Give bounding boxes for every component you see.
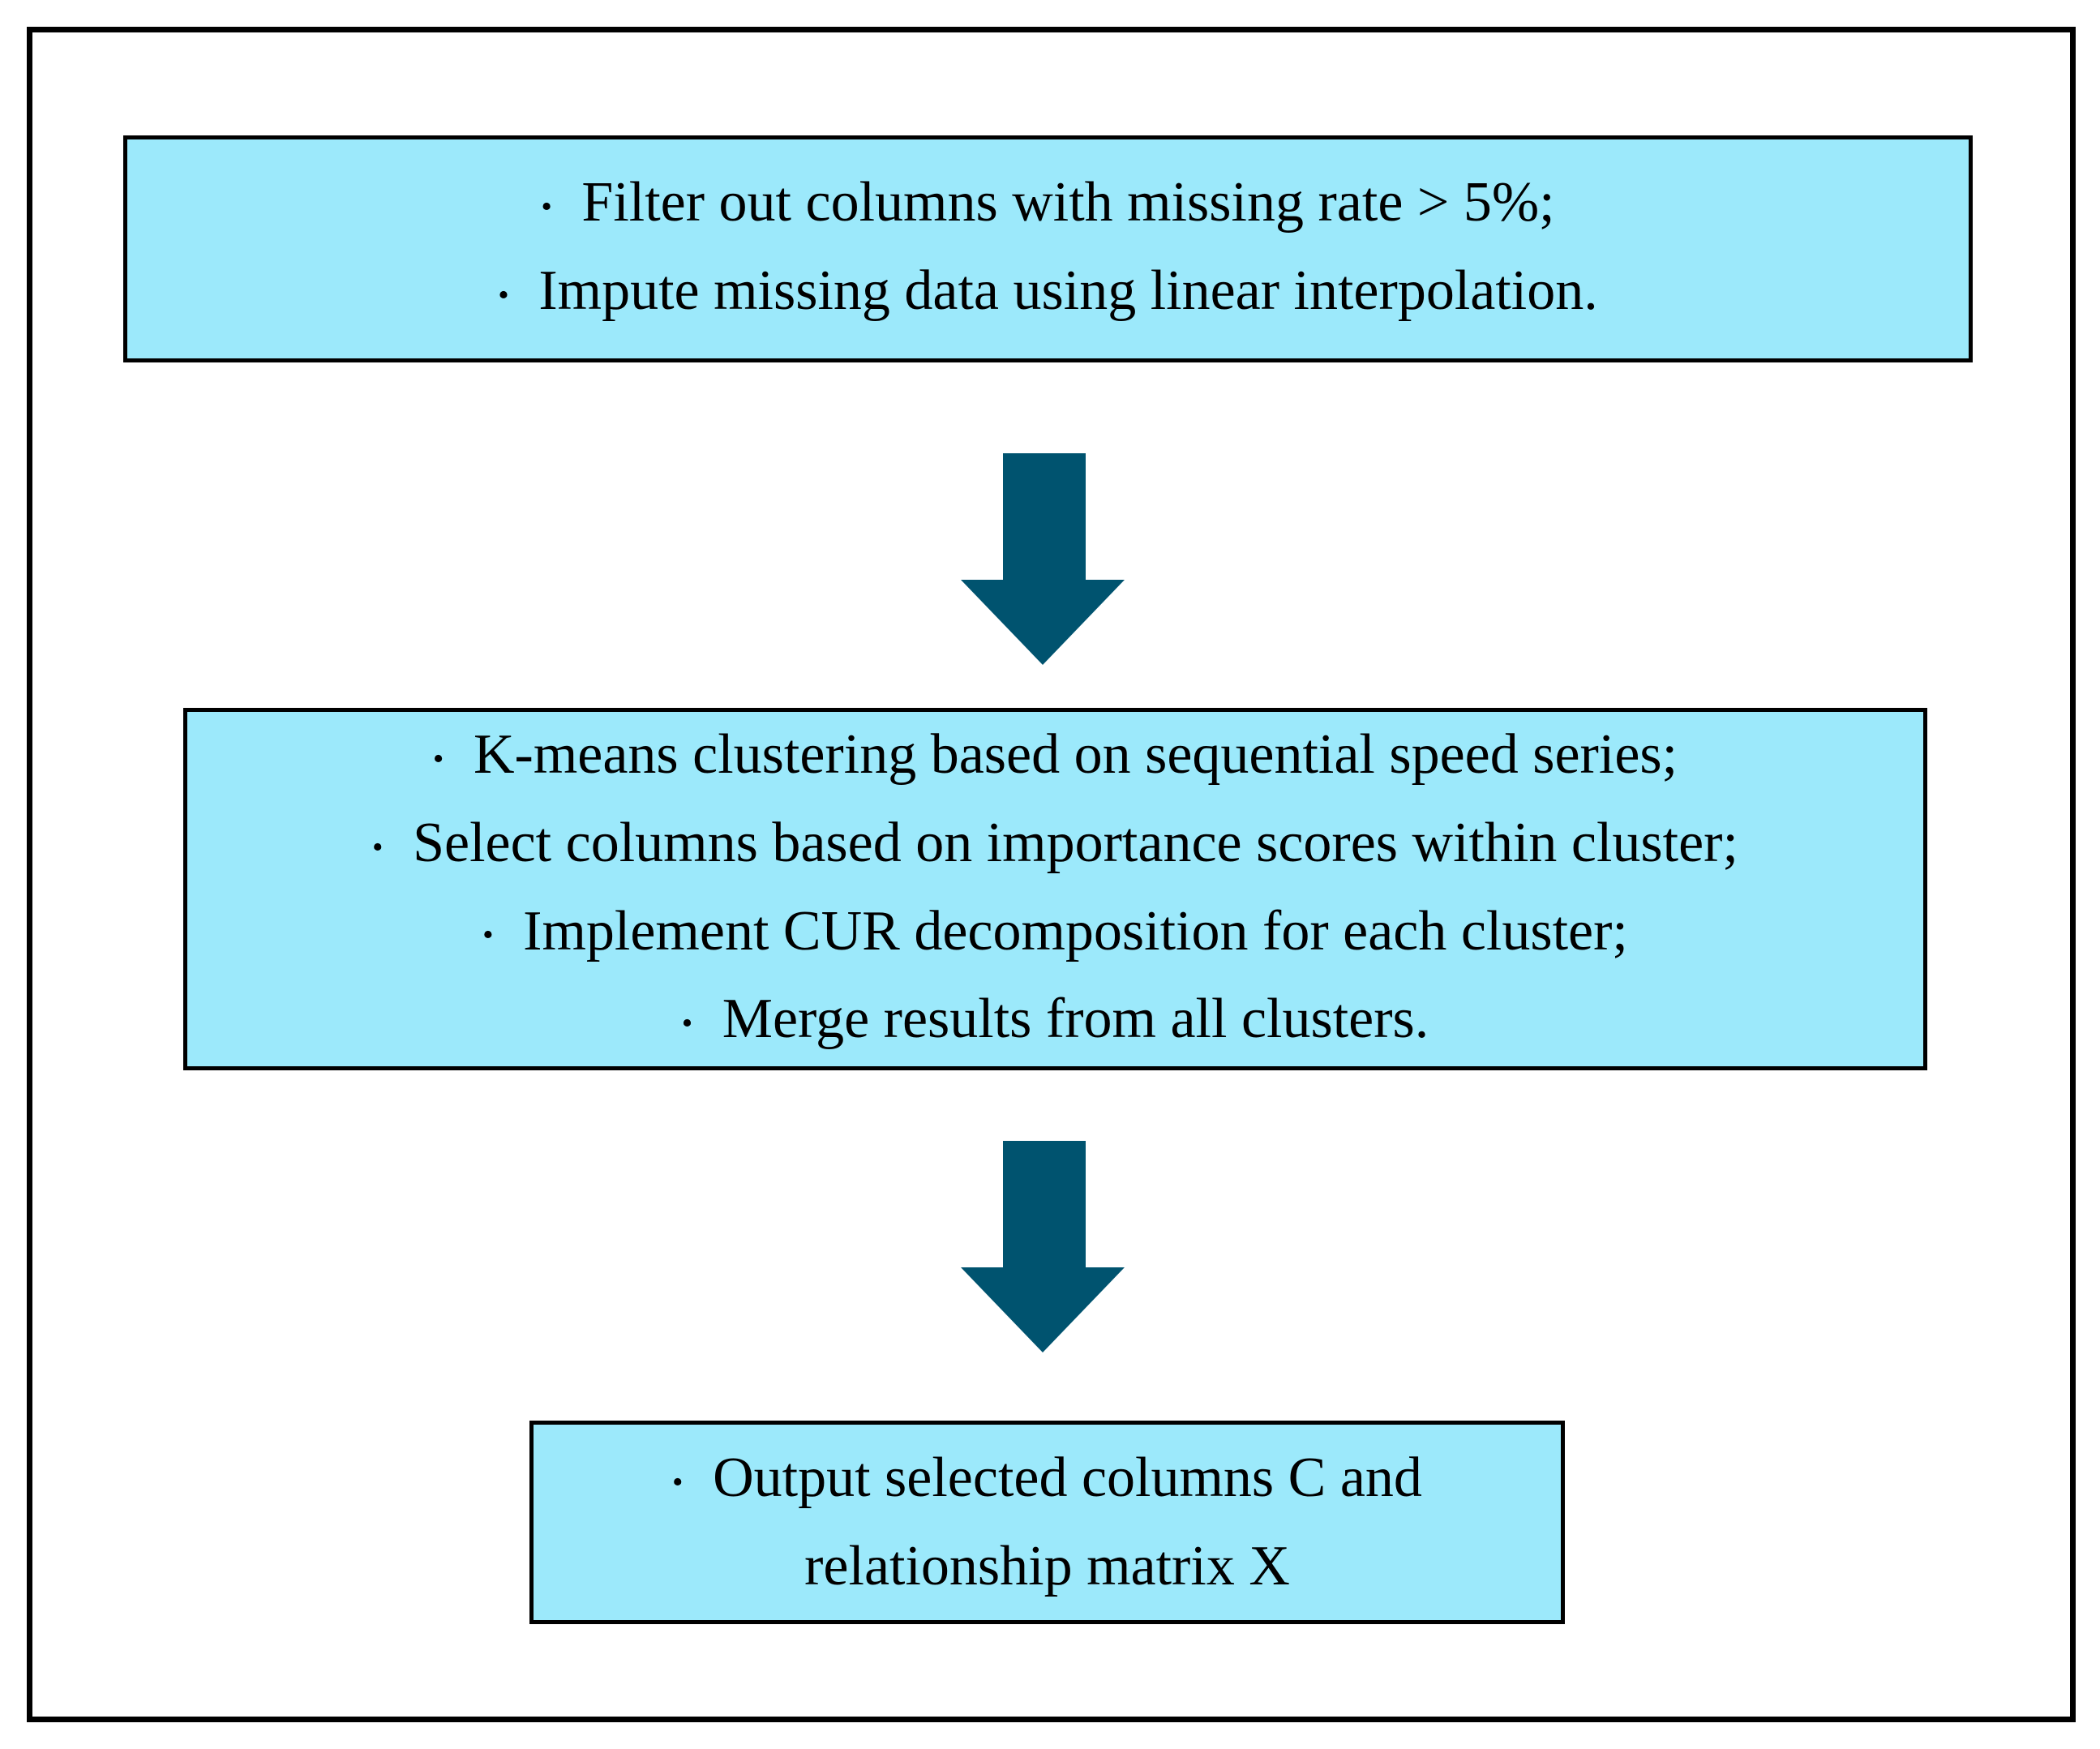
step-box-data-preprocessing: • Filter out columns with missing rate > … xyxy=(123,135,1973,362)
bullet-text: Select columns based on importance score… xyxy=(413,811,1738,874)
figure-frame xyxy=(27,27,2076,1722)
bullet-text: Implement CUR decomposition for each clu… xyxy=(523,899,1628,962)
bullet-text: K-means clustering based on sequential s… xyxy=(473,723,1678,787)
bullet-text: Impute missing data using linear interpo… xyxy=(538,259,1598,322)
arrow-down-shape xyxy=(961,1141,1125,1352)
bullet-icon: • xyxy=(432,741,444,776)
bullet-text: Merge results from all clusters. xyxy=(722,988,1429,1051)
bullet-text: Filter out columns with missing rate > 5… xyxy=(581,171,1555,234)
bullet-text: Output selected columns C and relationsh… xyxy=(713,1447,1422,1597)
bullet-line: • Filter out columns with missing rate > … xyxy=(541,161,1554,249)
step-box-output: • Output selected columns C and relations… xyxy=(529,1421,1565,1624)
bullet-icon: • xyxy=(482,918,494,953)
bullet-line: • Implement CUR decomposition for each cl… xyxy=(482,890,1628,978)
bullet-icon: • xyxy=(672,1464,684,1499)
bullet-line: • K-means clustering based on sequential … xyxy=(433,713,1678,801)
bullet-line: • Impute missing data using linear interp… xyxy=(498,249,1597,337)
step-box-clustered-cur-decomposition: • K-means clustering based on sequential … xyxy=(183,708,1927,1070)
arrow-down-icon xyxy=(961,453,1125,665)
bullet-line: • Merge results from all clusters. xyxy=(682,977,1429,1065)
bullet-icon: • xyxy=(681,1005,693,1040)
bullet-icon: • xyxy=(498,277,509,312)
bullet-line: • Output selected columns C and relations… xyxy=(568,1436,1527,1609)
bullet-line: • Select columns based on importance scor… xyxy=(372,801,1738,890)
bullet-icon: • xyxy=(372,829,384,864)
bullet-icon: • xyxy=(541,190,552,224)
arrow-down-icon xyxy=(961,1141,1125,1352)
arrow-down-shape xyxy=(961,453,1125,665)
